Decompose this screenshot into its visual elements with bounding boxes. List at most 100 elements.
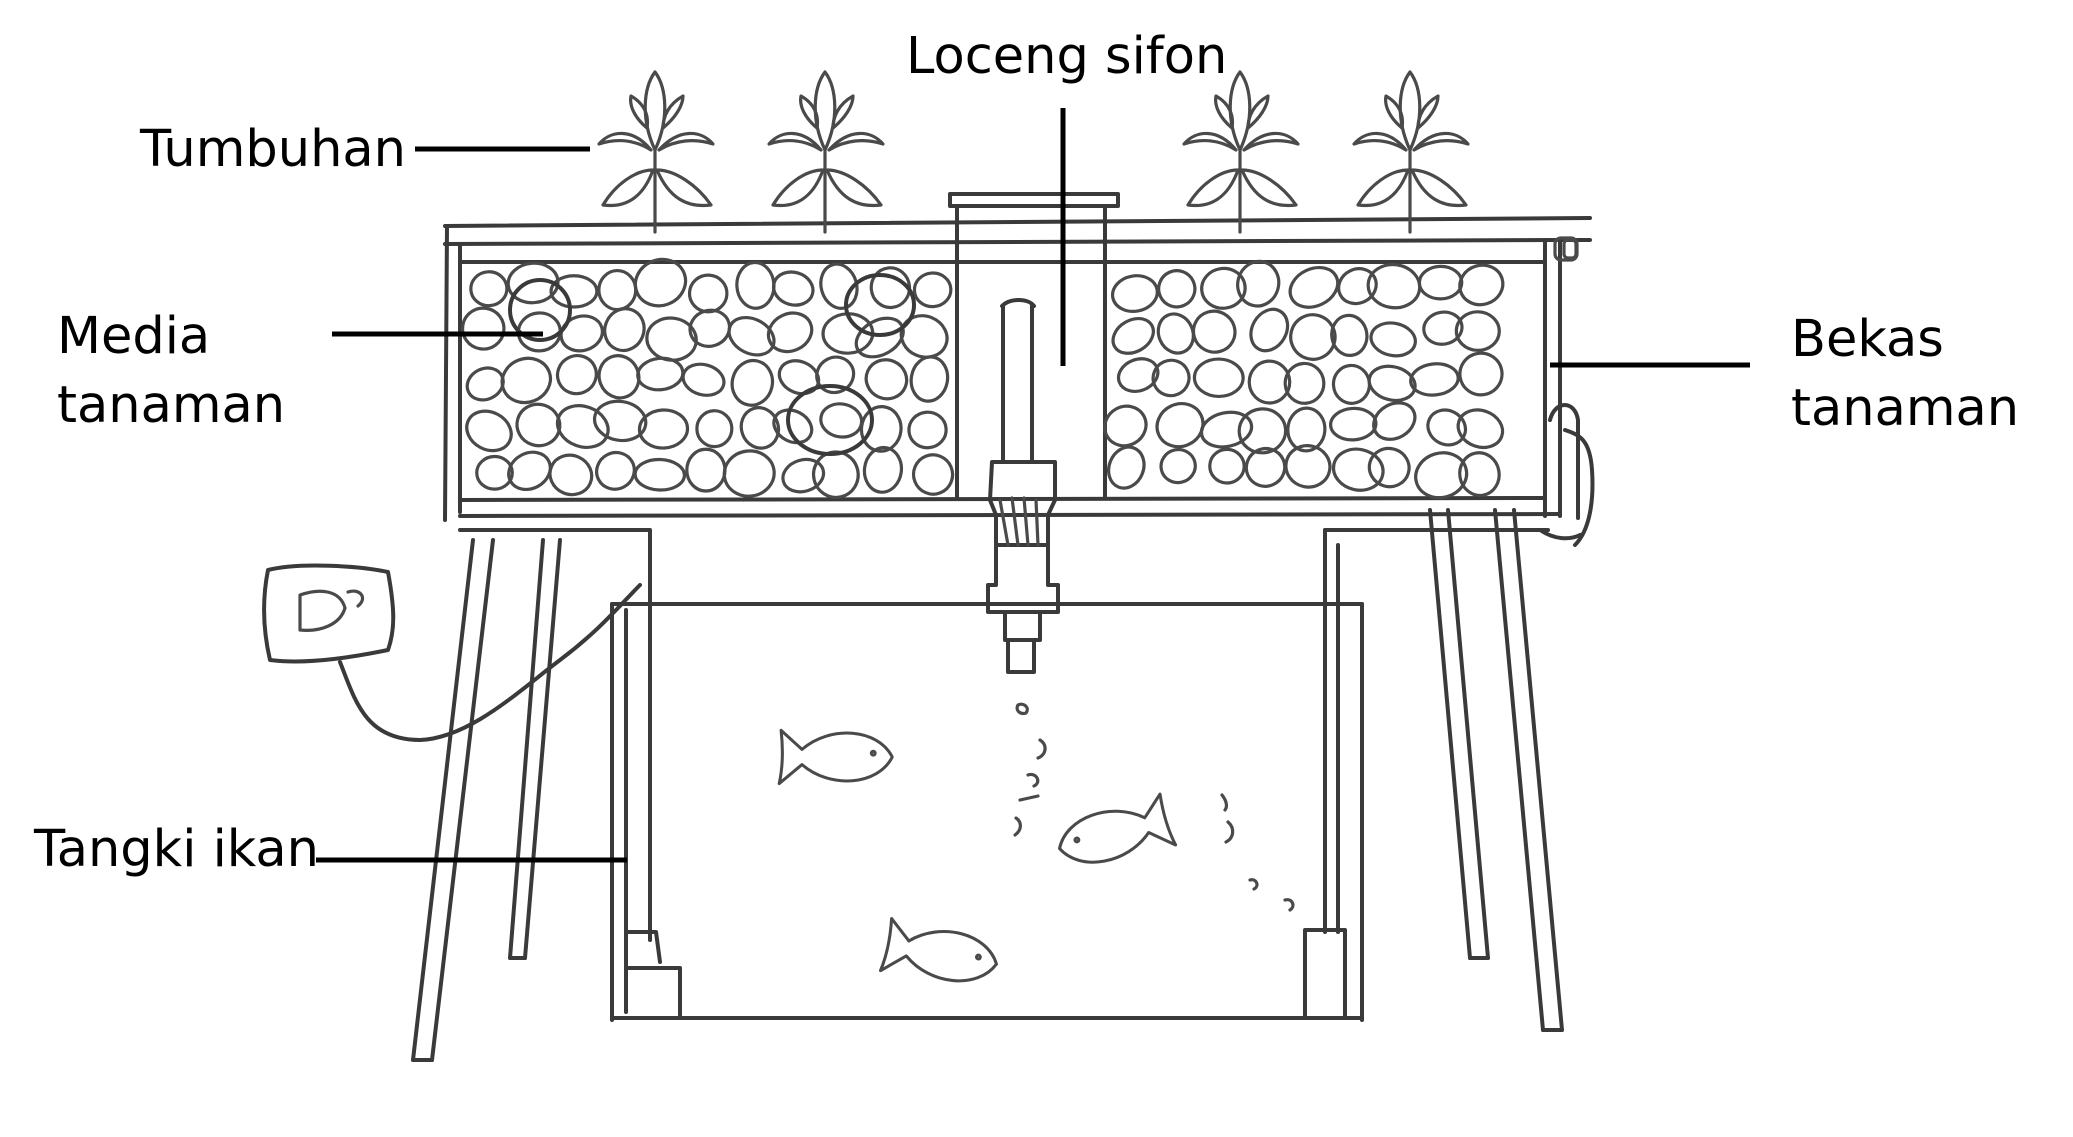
plant-leaf [1214, 94, 1235, 130]
pebble [1151, 358, 1191, 398]
plant-leaf [1416, 94, 1440, 130]
pebble [1110, 274, 1159, 313]
plant [597, 70, 715, 234]
plant-leaf [1228, 70, 1252, 152]
pebble [1288, 266, 1340, 309]
pebble [907, 410, 948, 450]
label-grow-media-line1: Media [57, 307, 211, 366]
pebble [1289, 313, 1337, 361]
pebble [1247, 359, 1292, 405]
pebble [1283, 361, 1326, 405]
pebble [1107, 445, 1146, 490]
plant-leaf [643, 70, 667, 152]
plant-leaf [813, 70, 837, 152]
pebble [549, 274, 599, 309]
plant-leaf [597, 131, 653, 152]
pebble [636, 356, 685, 392]
fish-body [777, 728, 894, 786]
pebble [637, 408, 690, 450]
pebble [1372, 401, 1417, 441]
pebble [859, 405, 903, 453]
pebble [1103, 404, 1148, 448]
fish-tank-outline [610, 602, 1364, 1022]
pebble [555, 353, 598, 396]
pebble [1192, 357, 1245, 399]
pebble [633, 257, 688, 308]
pebble [633, 457, 687, 492]
pebble [771, 270, 815, 307]
fish-shape [1058, 792, 1178, 864]
fish-body [878, 917, 998, 983]
pebble [727, 315, 776, 357]
plant-leaf [1242, 131, 1300, 152]
plant-leaf [825, 168, 883, 208]
pebble [815, 355, 856, 395]
plant-leaf [1352, 131, 1408, 152]
pebble [854, 316, 905, 359]
pebble [1249, 307, 1290, 353]
pebble [1156, 312, 1195, 355]
pebble [460, 306, 506, 351]
pebble [1454, 310, 1501, 352]
pebble [1409, 362, 1460, 397]
pebble [475, 454, 514, 491]
pebble [1111, 316, 1155, 355]
pebble [1244, 446, 1287, 488]
pebble [1286, 406, 1327, 453]
pebble [603, 307, 646, 353]
pebble [681, 362, 726, 397]
stand [411, 508, 1564, 1062]
fish-body [1058, 792, 1178, 864]
fish-shape [878, 917, 998, 983]
pebble [1331, 447, 1385, 492]
pebble [1191, 309, 1237, 354]
pebble [597, 354, 641, 400]
pebble [1458, 351, 1504, 397]
pebble [1417, 264, 1464, 301]
grow-bed [443, 216, 1595, 547]
pebble [508, 278, 572, 342]
pebble [1208, 447, 1246, 485]
pebble [777, 359, 821, 396]
pebble [507, 450, 552, 492]
label-fish-tank: Tangki ikan [34, 820, 319, 879]
plant-leaf [1412, 131, 1470, 152]
plant [1352, 70, 1470, 234]
pebble [862, 445, 904, 494]
pebble [1366, 262, 1422, 310]
pebble [912, 271, 953, 309]
pebble [1426, 408, 1468, 447]
pebble [1456, 408, 1505, 450]
pebble [1414, 451, 1469, 500]
pebble [730, 358, 775, 407]
plant-leaf [629, 94, 650, 130]
pebble [766, 311, 814, 354]
pebble [597, 268, 638, 312]
plant-leaf [1182, 131, 1238, 152]
pebble [465, 409, 513, 453]
plant-leaf [767, 131, 823, 152]
fish-shape [777, 728, 894, 786]
plant [767, 70, 885, 234]
pebble [1422, 310, 1464, 346]
plant-leaf [1186, 168, 1240, 208]
pebble [909, 355, 950, 403]
plant-leaf [1398, 70, 1422, 152]
pebble [1200, 266, 1247, 310]
pebble [559, 314, 605, 353]
pebble [1155, 402, 1205, 449]
pebble [1329, 406, 1378, 442]
pebble [688, 308, 732, 348]
pebble [1116, 357, 1160, 393]
grow-media-pebbles [460, 257, 1505, 500]
label-plants: Tumbuhan [140, 120, 407, 179]
pebble [1367, 446, 1411, 489]
leader-lines [316, 108, 1750, 863]
plant-leaf [657, 131, 715, 152]
pebble [1337, 267, 1378, 306]
label-siphon-bell: Loceng sifon [906, 27, 1228, 86]
pebble [1458, 451, 1501, 498]
plant-leaf [799, 94, 820, 130]
